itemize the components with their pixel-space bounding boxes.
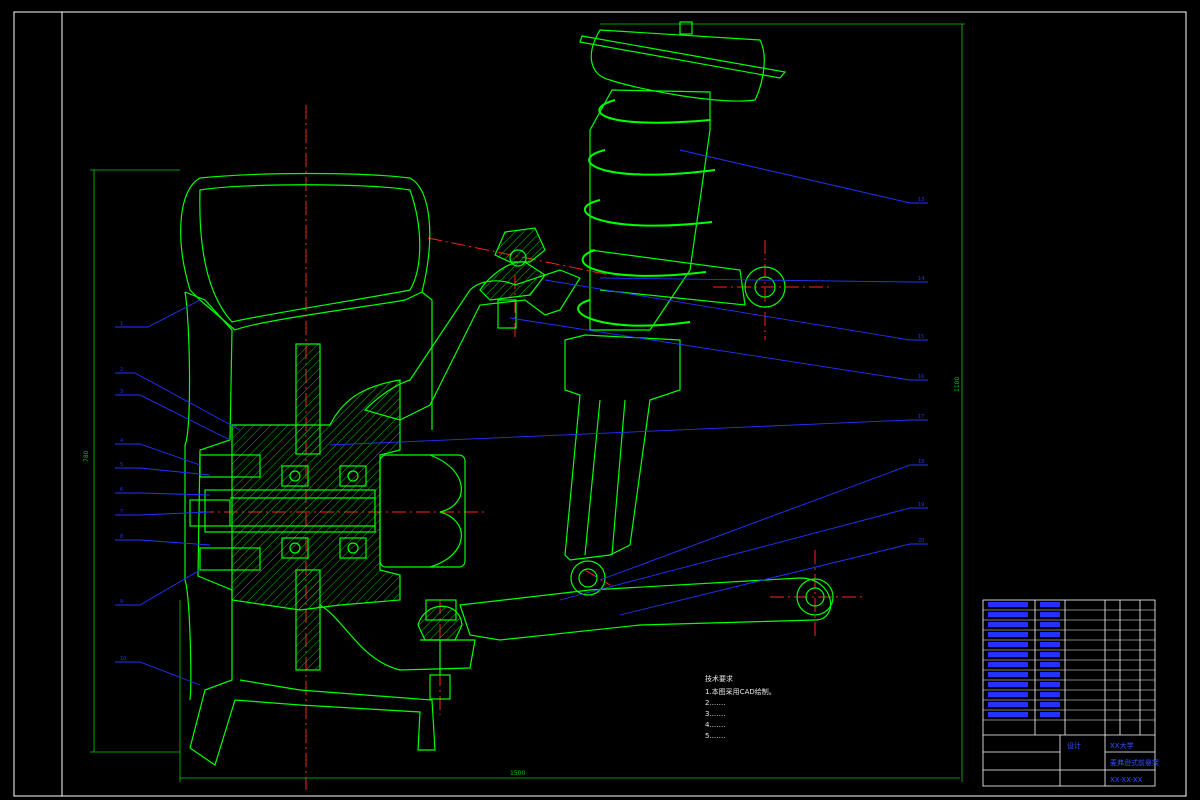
title-block-rows xyxy=(983,609,1155,721)
lower-control-arm xyxy=(459,577,832,641)
svg-text:19: 19 xyxy=(918,502,924,508)
leader-balloon-labels: 1 2 3 4 5 6 7 8 9 10 13 14 15 16 17 18 19 20 xyxy=(120,197,924,662)
svg-text:4: 4 xyxy=(120,438,123,444)
drawing-border xyxy=(13,11,1187,797)
title-block-entries xyxy=(988,602,1060,717)
note-item: 4.…… xyxy=(705,721,726,729)
title-block-drawing-name: 麦弗逊式前悬架 xyxy=(1110,759,1159,767)
dim-right-height: 1100 xyxy=(954,377,961,392)
wheel-bearings xyxy=(281,465,367,559)
dimension-lines xyxy=(90,23,965,782)
title-block-school: XX大学 xyxy=(1110,742,1134,750)
svg-text:13: 13 xyxy=(918,197,924,203)
note-item: 3.…… xyxy=(705,710,726,718)
svg-text:9: 9 xyxy=(120,599,123,605)
svg-text:5: 5 xyxy=(120,462,123,468)
dim-overall-width: 1500 xyxy=(510,770,525,777)
svg-text:16: 16 xyxy=(918,374,924,380)
svg-text:15: 15 xyxy=(918,334,924,340)
svg-text:6: 6 xyxy=(120,487,123,493)
tire-outline xyxy=(180,172,431,331)
svg-text:8: 8 xyxy=(120,534,123,540)
svg-text:14: 14 xyxy=(918,276,924,282)
svg-text:17: 17 xyxy=(918,414,924,420)
knuckle-upper-arm xyxy=(363,269,581,421)
leader-lines xyxy=(115,149,928,686)
note-item: 2.…… xyxy=(705,699,726,707)
svg-text:20: 20 xyxy=(918,538,924,544)
upper-bushing xyxy=(744,266,786,308)
svg-text:2: 2 xyxy=(120,367,123,373)
svg-text:10: 10 xyxy=(120,656,126,662)
strut-body xyxy=(564,334,681,561)
wheel-spindle xyxy=(204,489,376,533)
stabilizer-link xyxy=(589,249,746,306)
note-item: 1.本图采用CAD绘制。 xyxy=(705,688,776,696)
note-item: 5.…… xyxy=(705,732,726,740)
svg-text:18: 18 xyxy=(918,459,924,465)
cv-joint-housing xyxy=(379,454,466,568)
svg-text:1: 1 xyxy=(120,321,123,327)
title-block xyxy=(982,599,1156,787)
notes-heading: 技术要求 xyxy=(705,675,733,683)
coil-spring xyxy=(577,99,716,327)
strut-top-mount xyxy=(590,29,765,102)
assembly-geometry xyxy=(180,21,834,766)
dim-left-height: 780 xyxy=(83,450,90,462)
strut-assembly xyxy=(564,21,787,561)
steering-knuckle xyxy=(231,379,401,611)
title-block-designer: 设计 xyxy=(1067,742,1081,750)
svg-text:3: 3 xyxy=(120,389,123,395)
title-block-drawing-no: XX-XX-XX xyxy=(1110,776,1143,784)
upper-ball-joint xyxy=(494,227,546,329)
technical-notes: 技术要求 1.本图采用CAD绘制。 2.…… 3.…… 4.…… 5.…… xyxy=(705,674,776,742)
svg-text:7: 7 xyxy=(120,509,123,515)
